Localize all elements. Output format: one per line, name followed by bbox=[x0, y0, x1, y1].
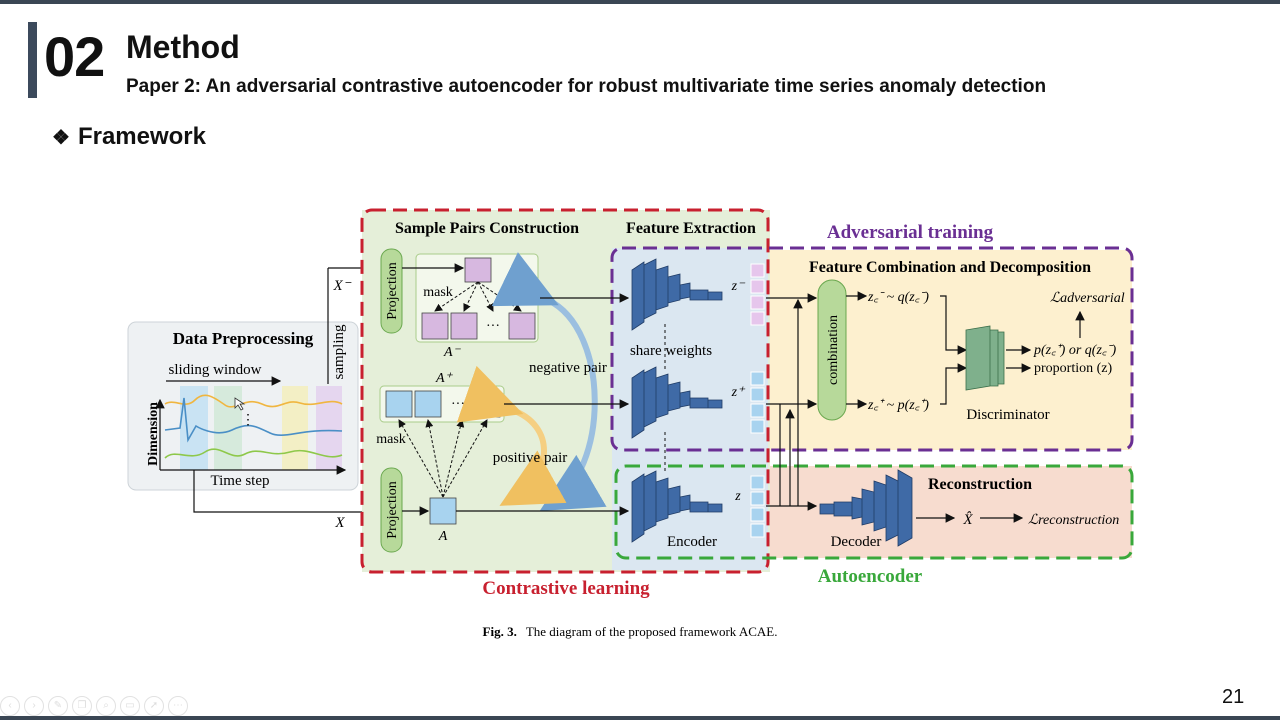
zoom-icon[interactable]: ⌕ bbox=[96, 696, 116, 716]
next-icon[interactable]: › bbox=[24, 696, 44, 716]
section-accent-bar bbox=[28, 22, 37, 98]
framework-heading: ❖ Framework bbox=[52, 122, 206, 153]
negative-pair-label: negative pair bbox=[529, 360, 607, 376]
projection-lower: Projection bbox=[380, 467, 403, 553]
encoder-upper bbox=[631, 258, 723, 331]
svg-text:···: ··· bbox=[451, 397, 465, 412]
feature-combination-title: Feature Combination and Decomposition bbox=[809, 259, 1091, 276]
negative-pair-arrow bbox=[491, 252, 607, 512]
positive-pair-arrow bbox=[456, 365, 567, 506]
positive-pair-label: positive pair bbox=[493, 450, 568, 466]
section-title: Method bbox=[126, 29, 240, 65]
x-label: X bbox=[334, 515, 345, 531]
discriminator-output: p(z꜀⁺) or q(z꜀⁻) bbox=[1033, 343, 1116, 358]
dimension-axis-label: Dimension bbox=[146, 402, 161, 466]
paper-subtitle: Paper 2: An adversarial contrastive auto… bbox=[126, 76, 1047, 97]
encoder-lower: Encoder bbox=[631, 470, 723, 550]
prev-icon[interactable]: ‹ bbox=[0, 696, 20, 716]
copy-icon[interactable]: ❐ bbox=[72, 696, 92, 716]
feature-extraction-title: Feature Extraction bbox=[626, 220, 756, 237]
latent-z-plus: z⁺ bbox=[731, 371, 765, 434]
bottom-border bbox=[0, 716, 1280, 720]
adversarial-training-title: Adversarial training bbox=[827, 222, 994, 243]
adversarial-loss: ℒadversarial bbox=[1050, 291, 1125, 306]
mask-label-upper: mask bbox=[423, 285, 453, 300]
svg-text:Discriminator: Discriminator bbox=[966, 407, 1049, 423]
more-icon[interactable]: ⋯ bbox=[168, 696, 188, 716]
svg-text:z⁺: z⁺ bbox=[731, 385, 746, 400]
projection-upper: Projection bbox=[380, 248, 403, 334]
data-preprocessing-title: Data Preprocessing bbox=[173, 329, 314, 348]
zc-minus-distribution: z꜀⁻ ~ q(z꜀⁻) bbox=[867, 290, 929, 305]
data-preprocessing-panel: Data Preprocessing sliding window ⋮ Dime… bbox=[127, 321, 359, 491]
svg-text:combination: combination bbox=[826, 315, 841, 385]
page-number: 21 bbox=[1222, 686, 1245, 708]
a-minus-label: A⁻ bbox=[443, 345, 462, 360]
zc-plus-distribution: z꜀⁺ ~ p(z꜀⁺) bbox=[867, 398, 929, 413]
proportion-label: proportion (z) bbox=[1034, 361, 1112, 376]
mouse-cursor-icon bbox=[234, 397, 246, 411]
x-hat-label: X̂ bbox=[962, 512, 973, 528]
autoencoder-title: Autoencoder bbox=[818, 566, 923, 587]
figure-caption: Fig. 3. The diagram of the proposed fram… bbox=[483, 624, 778, 639]
time-step-axis-label: Time step bbox=[210, 473, 269, 489]
diamond-bullet-icon: ❖ bbox=[52, 127, 70, 149]
caption-bold: Fig. 3. bbox=[483, 624, 517, 639]
sampling-label: sampling bbox=[331, 324, 347, 379]
svg-text:Projection: Projection bbox=[385, 262, 400, 320]
sliding-window-label: sliding window bbox=[169, 362, 262, 378]
reconstruction-title: Reconstruction bbox=[928, 476, 1032, 493]
svg-text:z: z bbox=[734, 489, 741, 504]
svg-text:Decoder: Decoder bbox=[831, 534, 882, 550]
a-plus-label: A⁺ bbox=[435, 371, 454, 386]
latent-z-minus: z⁻ bbox=[731, 263, 765, 326]
sample-pairs-title: Sample Pairs Construction bbox=[395, 220, 579, 237]
decoder-block: Decoder bbox=[819, 469, 913, 550]
discriminator-block: Discriminator bbox=[965, 325, 1050, 423]
share-weights-label: share weights bbox=[630, 343, 712, 359]
presentation-toolbar: ‹ › ✎ ❐ ⌕ ▭ ➚ ⋯ bbox=[0, 696, 188, 718]
x-minus-label: X⁻ bbox=[332, 278, 351, 294]
combination-block: combination bbox=[817, 279, 847, 421]
section-number: 02 bbox=[44, 25, 105, 88]
svg-text:z⁻: z⁻ bbox=[731, 279, 746, 294]
screen-icon[interactable]: ▭ bbox=[120, 696, 140, 716]
latent-z: z bbox=[734, 475, 765, 538]
framework-heading-text: Framework bbox=[77, 123, 206, 150]
svg-text:Projection: Projection bbox=[385, 481, 400, 539]
reconstruction-loss: ℒreconstruction bbox=[1028, 513, 1119, 528]
svg-text:···: ··· bbox=[486, 319, 500, 334]
pen-icon[interactable]: ✎ bbox=[48, 696, 68, 716]
mask-label-lower: mask bbox=[376, 432, 406, 447]
a-label: A bbox=[438, 529, 448, 544]
caption-text: The diagram of the proposed framework AC… bbox=[526, 624, 778, 639]
svg-text:⋮: ⋮ bbox=[241, 413, 255, 428]
encoder-label: Encoder bbox=[667, 534, 717, 550]
pointer-icon[interactable]: ➚ bbox=[144, 696, 164, 716]
top-border bbox=[0, 0, 1280, 4]
encoder-middle bbox=[631, 366, 723, 439]
contrastive-learning-label: Contrastive learning bbox=[482, 578, 650, 599]
